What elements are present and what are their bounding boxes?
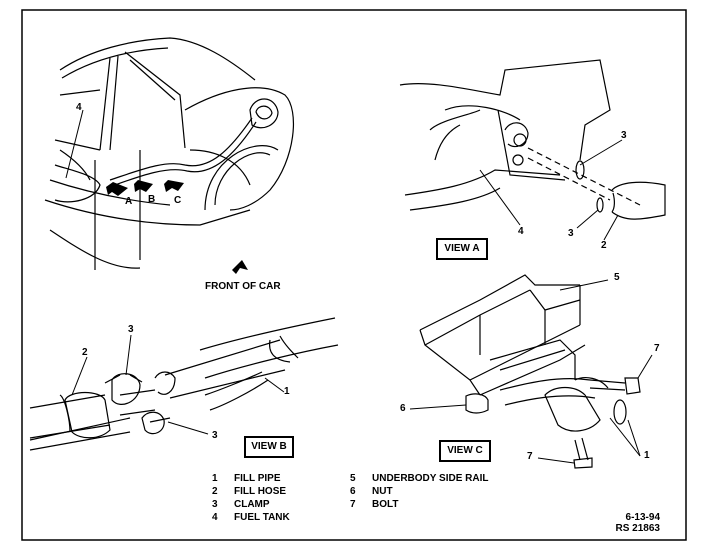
callout-1-view-c: 1 xyxy=(644,450,650,461)
car-illustration xyxy=(44,37,295,270)
callout-2-view-a: 2 xyxy=(601,240,607,251)
callout-c: C xyxy=(174,195,182,206)
car-arrows xyxy=(106,180,184,196)
callout-3-view-b-bottom: 3 xyxy=(212,430,218,441)
callout-a: A xyxy=(125,196,133,207)
callout-3-view-a-bottom: 3 xyxy=(568,228,574,239)
footer-ref: RS 21863 xyxy=(615,523,660,534)
view-b-illustration xyxy=(29,317,339,451)
front-of-car-arrow-icon xyxy=(232,260,248,274)
callout-3-view-b-top: 3 xyxy=(128,324,134,335)
view-b-label: VIEW B xyxy=(244,436,294,458)
callout-1-view-b: 1 xyxy=(284,386,290,397)
diagram-border xyxy=(21,9,687,541)
callout-2-view-b: 2 xyxy=(82,347,88,358)
footer-date: 6-13-94 xyxy=(625,512,660,523)
arrow-c-icon xyxy=(164,180,184,192)
callout-3-view-a-top: 3 xyxy=(621,130,627,141)
view-a-illustration xyxy=(399,59,666,220)
callout-4-car: 4 xyxy=(76,102,82,113)
callout-7-view-c-bottom: 7 xyxy=(527,451,533,462)
view-c-illustration xyxy=(419,274,641,469)
arrow-b-icon xyxy=(134,180,153,192)
callout-b: B xyxy=(148,194,156,205)
view-c-label: VIEW C xyxy=(439,440,491,462)
callout-7-view-c-top: 7 xyxy=(654,343,660,354)
callout-6-view-c: 6 xyxy=(400,403,406,414)
arrow-a-icon xyxy=(106,182,128,196)
view-a-label: VIEW A xyxy=(436,238,488,260)
front-of-car-label: FRONT OF CAR xyxy=(205,281,281,292)
callout-5-view-c: 5 xyxy=(614,272,620,283)
callout-4-view-a: 4 xyxy=(518,226,524,237)
